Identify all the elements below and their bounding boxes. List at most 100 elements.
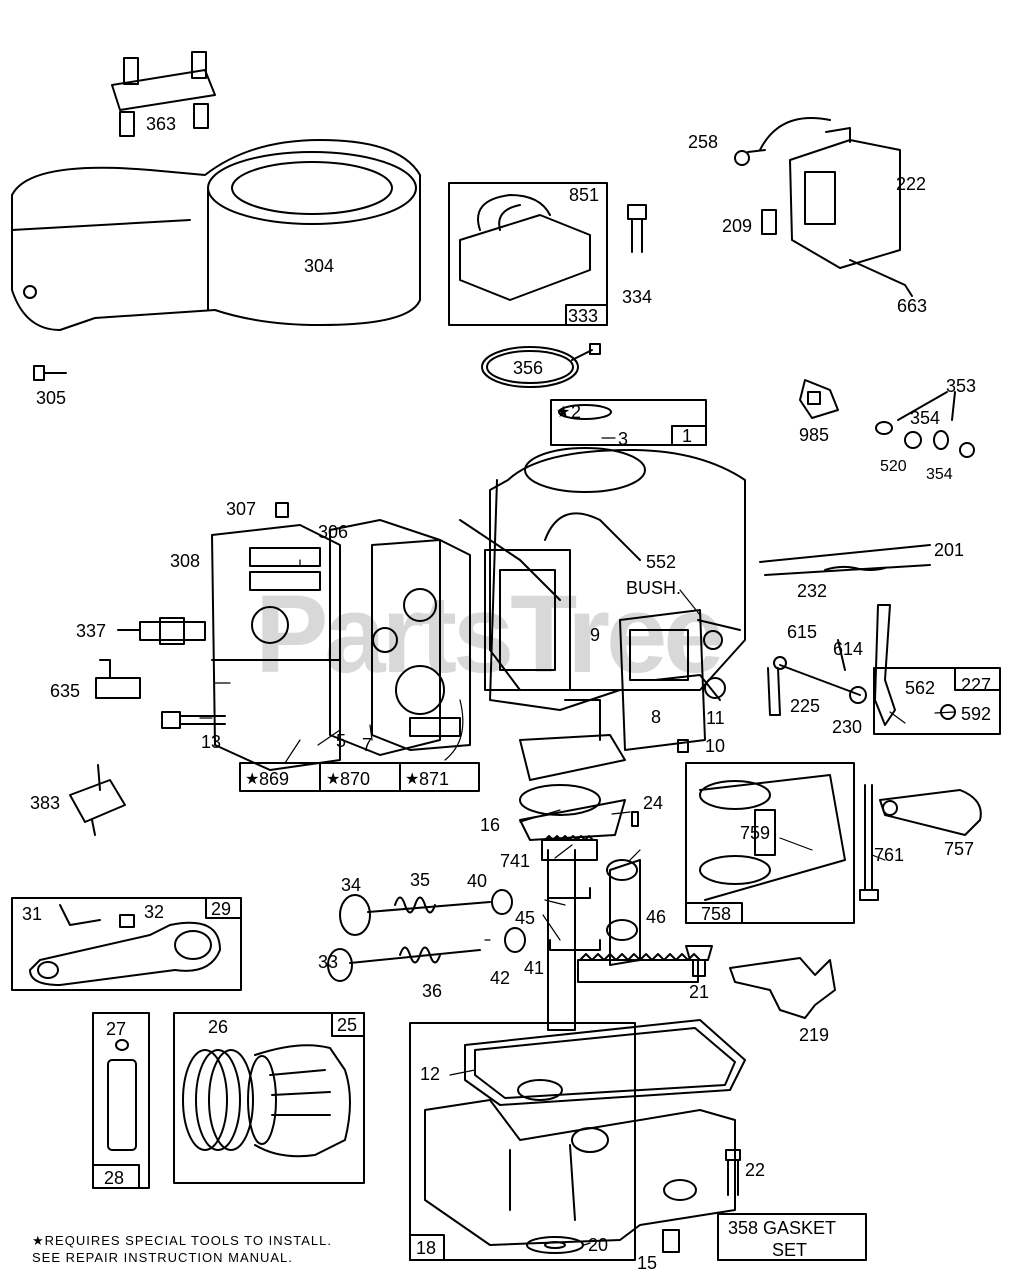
box-758-counterweight [685,762,855,924]
label-209: 209 [722,216,752,236]
label-307: 307 [226,499,256,519]
label-9: 9 [590,625,600,645]
star-871: ★ [405,771,419,788]
label-5: 5 [336,731,346,751]
label-759: 759 [740,823,770,843]
label-592: 592 [961,704,991,724]
part-46-camshaft [577,859,701,983]
label-1: 1 [682,426,692,446]
part-222-plate [734,117,913,297]
label-201: 201 [934,540,964,560]
label-758: 758 [701,904,731,924]
part-20-washer [526,1236,584,1254]
part-308-cylinder-head [211,524,341,771]
label-354-a: 354 [910,408,940,428]
label-2: 2 [571,402,581,422]
label-45: 45 [515,908,535,928]
label-363: 363 [146,114,176,134]
label-562: 562 [905,678,935,698]
label-614: 614 [833,639,863,659]
label-356: 356 [513,358,543,378]
label-353: 353 [946,376,976,396]
parts-33-34-35-36-valves [327,889,526,982]
label-232: 232 [797,581,827,601]
part-10-screw [677,739,689,753]
label-985: 985 [799,425,829,445]
label-31: 31 [22,904,42,924]
label-227: 227 [961,675,991,695]
label-28: 28 [104,1168,124,1188]
part-305-bolt [33,365,67,381]
label-33: 33 [318,952,338,972]
part-22-bolt [725,1149,741,1196]
label-761: 761 [874,845,904,865]
star-869: ★ [245,771,259,788]
box-18-sump [409,1019,746,1261]
label-26: 26 [208,1017,228,1037]
label-bush: BUSH. [626,578,681,598]
part-21-screw [685,945,713,977]
part-333-box [448,182,608,326]
label-851: 851 [569,185,599,205]
label-18: 18 [416,1238,436,1258]
part-306-870-gasket [329,519,471,756]
label-15: 15 [637,1253,657,1273]
label-337: 337 [76,621,106,641]
label-520: 520 [880,458,907,475]
parts-353-354-520-washers [875,391,975,458]
label-7: 7 [362,735,372,755]
label-230: 230 [832,717,862,737]
label-741: 741 [500,851,530,871]
part-356-wire-ring [481,343,601,388]
label-871: 871 [419,769,449,789]
label-552: 552 [646,552,676,572]
part-985-clip [799,379,839,419]
label-354-b: 354 [926,466,953,483]
part-761-bolt [859,784,879,901]
part-45-tappets [547,887,601,951]
label-21: 21 [689,982,709,1002]
label-29: 29 [211,899,231,919]
label-305: 305 [36,388,66,408]
label-870: 870 [340,769,370,789]
label-615: 615 [787,622,817,642]
part-635-boot [95,659,141,699]
box-358-gasket-set [717,1213,867,1261]
box-28-piston-pin [92,1012,150,1189]
label-306: 306 [318,522,348,542]
label-12: 12 [420,1064,440,1084]
part-304-blower-housing [11,139,421,331]
label-258: 258 [688,132,718,152]
part-552-breather [619,609,741,751]
parts-225-615-614-shaft [767,639,867,716]
label-41: 41 [524,958,544,978]
label-25: 25 [337,1015,357,1035]
label-635: 635 [50,681,80,701]
leader-lines [199,437,956,1246]
part-757-link [879,789,982,836]
footnote-line1: ★REQUIRES SPECIAL TOOLS TO INSTALL. [32,1233,332,1248]
part-363-bracket [111,51,216,137]
label-219: 219 [799,1025,829,1045]
label-10: 10 [705,736,725,756]
part-383-tool [69,764,126,836]
part-16-crankshaft [519,699,626,1031]
box-869-870-871 [239,762,480,792]
label-304: 304 [304,256,334,276]
label-757: 757 [944,839,974,859]
part-741-gear [541,835,598,861]
label-869: 869 [259,769,289,789]
star-2: ★ [556,404,570,421]
part-219-bracket [729,957,836,1019]
footnote-line2: SEE REPAIR INSTRUCTION MANUAL. [32,1250,293,1265]
label-42: 42 [490,968,510,988]
label-22: 22 [745,1160,765,1180]
label-34: 34 [341,875,361,895]
part-307 [275,502,289,518]
parts-201-232-springs [759,544,931,576]
label-20: 20 [588,1235,608,1255]
part-13-bolt [161,711,226,729]
label-383: 383 [30,793,60,813]
